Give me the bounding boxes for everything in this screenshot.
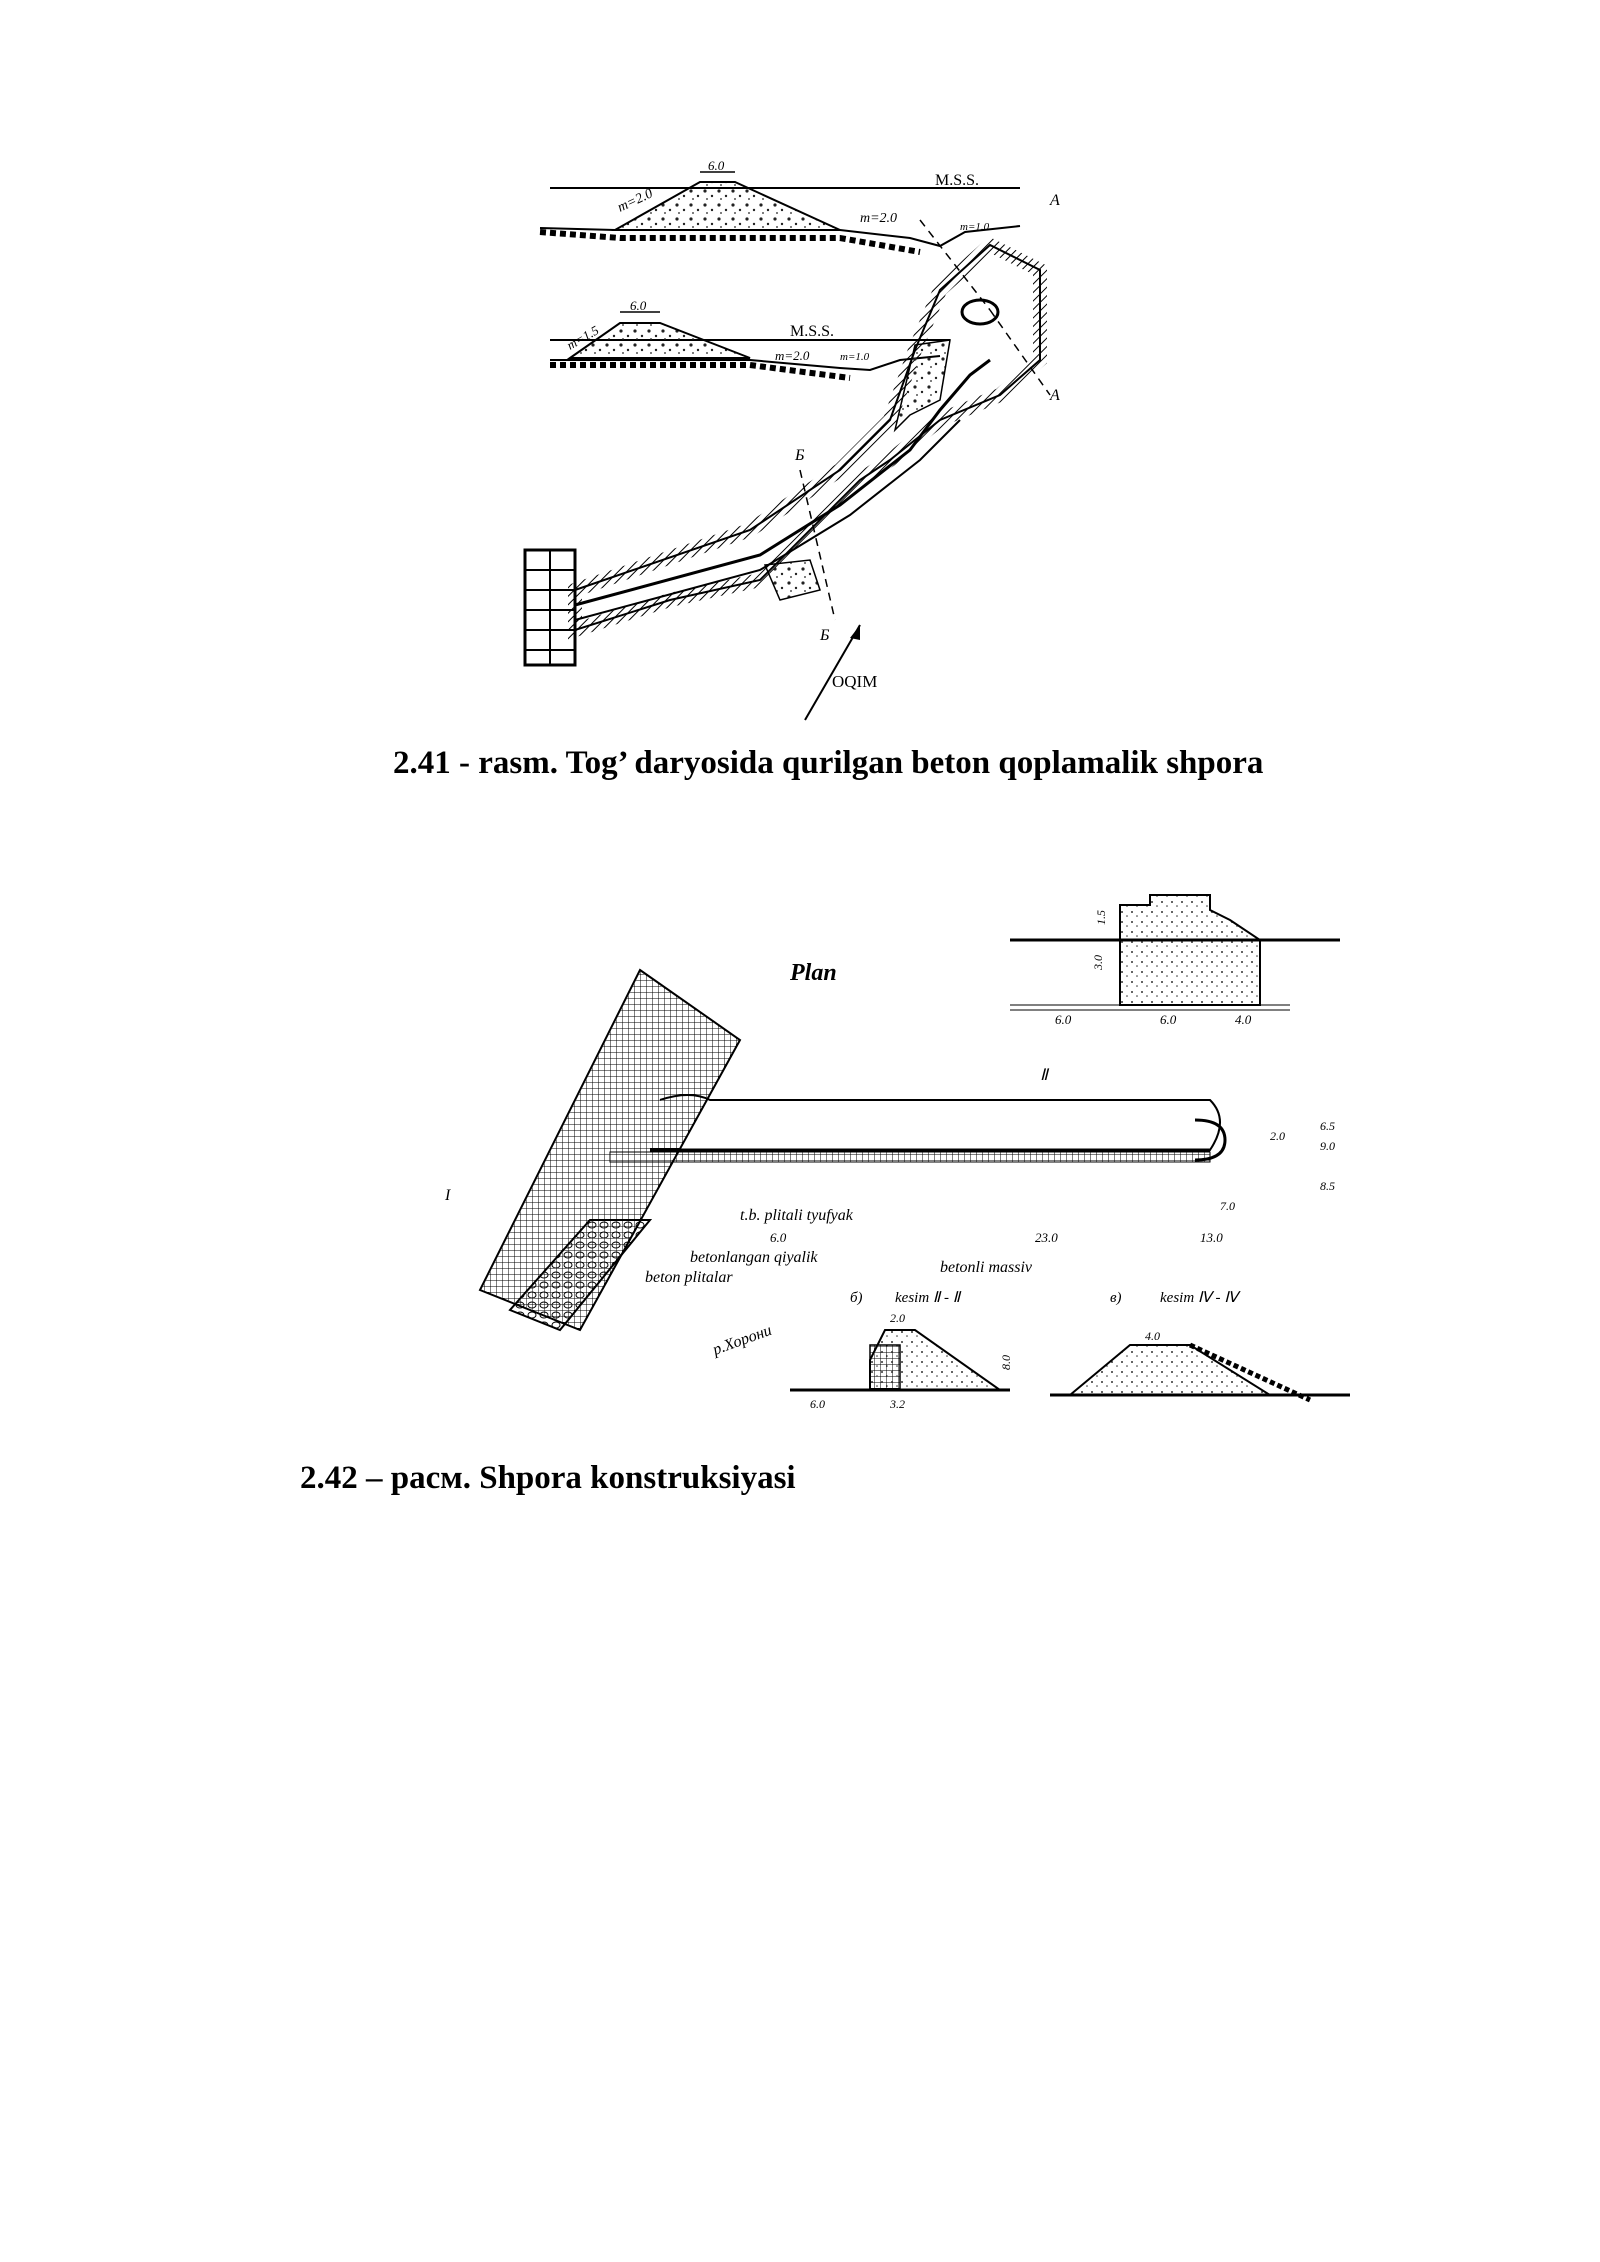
label-dim-85: 8.5 (1320, 1179, 1335, 1193)
river-bank (478, 968, 742, 1332)
label-sec-i: I (444, 1187, 451, 1204)
label-slope-right-top: m=2.0 (860, 211, 897, 226)
figure-2-42-caption: 2.42 – расм. Shpora konstruksiyasi (300, 1460, 796, 1496)
label-dim-30: 3.0 (1091, 955, 1105, 971)
label-section-b2: Б (819, 627, 830, 644)
cross-section-upper-right: 6.0 6.0 4.0 3.0 1.5 (1010, 894, 1340, 1027)
label-dim-40: 4.0 (1235, 1012, 1252, 1027)
label-dim-32: 3.2 (889, 1397, 905, 1411)
label-dim-15: 1.5 (1094, 910, 1108, 925)
label-width-mid: 6.0 (630, 298, 647, 313)
label-dim-60b: 6.0 (1160, 1012, 1177, 1027)
label-dim-20: 2.0 (1270, 1129, 1285, 1143)
spur-body (609, 1094, 1227, 1163)
plan-label: Plan (789, 960, 837, 986)
label-kesim-v: kesim Ⅳ - Ⅳ (1160, 1290, 1241, 1306)
label-river: р.Хорони (710, 1322, 774, 1359)
label-section-a2: A (1049, 387, 1060, 404)
figure-2-42-drawing: 6.0 6.0 4.0 3.0 1.5 Plan t.b. plitali ty… (444, 894, 1350, 1411)
label-flow: OQIM (832, 672, 877, 691)
spur-plan-view: A A Б Б OQIM (523, 192, 1060, 721)
label-slope-end-mid: m=1.0 (840, 351, 870, 363)
figure-2-41-drawing: 6.0 M.S.S. m=2.0 m=2.0 m=1.0 6.0 M.S.S. … (523, 160, 1060, 721)
label-dim-60a: 6.0 (1055, 1012, 1072, 1027)
label-dim-70: 7.0 (1220, 1199, 1235, 1213)
label-dim-20b: 2.0 (890, 1311, 905, 1325)
cross-section-top: 6.0 M.S.S. m=2.0 m=2.0 m=1.0 (539, 160, 1021, 255)
label-betonli-massiv: betonli massiv (940, 1259, 1033, 1276)
label-mss-top: M.S.S. (935, 172, 979, 189)
label-slope-right-mid: m=2.0 (775, 348, 810, 363)
label-dim-40b: 4.0 (1145, 1329, 1160, 1343)
label-sec-ii: Ⅱ (1040, 1067, 1050, 1084)
label-dim-130: 13.0 (1200, 1230, 1223, 1245)
label-dim-230: 23.0 (1035, 1230, 1058, 1245)
label-dim-60-long: 6.0 (770, 1230, 787, 1245)
cross-section-middle: 6.0 M.S.S. m=1.5 m=2.0 m=1.0 (550, 298, 950, 381)
label-width-top: 6.0 (708, 160, 725, 173)
label-dim-90: 9.0 (1320, 1139, 1335, 1153)
label-mss-mid: M.S.S. (790, 323, 834, 340)
label-dim-60c: 6.0 (810, 1397, 825, 1411)
cross-section-b: 2.0 8.0 6.0 3.2 (790, 1311, 1013, 1411)
label-beton-plitalar: beton plitalar (645, 1269, 733, 1286)
label-section-b1: Б (794, 447, 805, 464)
label-slope-end-top: m=1.0 (960, 221, 990, 233)
label-dim-80: 8.0 (999, 1355, 1013, 1370)
label-kesim-b: kesim Ⅱ - Ⅱ (895, 1290, 962, 1306)
label-sub-b: б) (850, 1290, 863, 1306)
label-dim-65: 6.5 (1320, 1119, 1335, 1133)
label-sub-v: в) (1110, 1290, 1122, 1306)
label-tb-plitali: t.b. plitali tyufyak (740, 1207, 854, 1224)
label-section-a1: A (1049, 192, 1060, 209)
cross-section-v: 4.0 (1050, 1329, 1350, 1403)
figure-2-41-caption: 2.41 - rasm. Tog’ daryosida qurilgan bet… (393, 745, 1264, 781)
label-betonlangan: betonlangan qiyalik (690, 1249, 818, 1266)
